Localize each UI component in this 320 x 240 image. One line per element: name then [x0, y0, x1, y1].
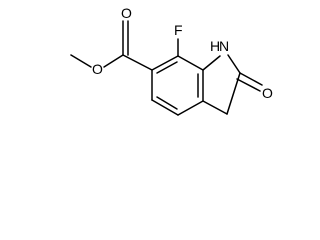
bond-ester-carbon-o-single: [103, 54, 124, 68]
bond-c7a-n1: [202, 55, 221, 71]
bond-c4-c5: [151, 99, 179, 116]
bond-c6-ester-carbon: [122, 54, 153, 71]
bond-c6-c7: [151, 55, 179, 71]
chemical-structure-diagram: F H N O O O: [70, 5, 273, 116]
fluorine-atom-label: F: [174, 22, 183, 38]
bond-c4-c5-inner: [156, 96, 178, 110]
benzene-ring: [151, 55, 204, 116]
bond-c6-c7-inner: [156, 61, 178, 74]
bond-n1-c2: [227, 54, 241, 74]
bond-c3a-c4: [177, 100, 204, 116]
ring-carbonyl-oxygen-label: O: [262, 85, 273, 101]
bond-c3-c3a: [202, 100, 228, 115]
methyl-ester-group: [70, 20, 153, 71]
bond-o-methyl: [70, 54, 92, 68]
ester-ether-oxygen-label: O: [92, 61, 103, 77]
amine-hydrogen-label: H: [210, 38, 220, 54]
bond-c2-o-double-a: [239, 72, 263, 86]
amine-nitrogen-label: N: [219, 38, 229, 54]
ester-carbonyl-oxygen-label: O: [121, 5, 132, 21]
lactam-ring: [202, 54, 263, 115]
bond-c2-o-double-b: [236, 78, 261, 92]
bond-c7-c7a: [177, 55, 204, 71]
